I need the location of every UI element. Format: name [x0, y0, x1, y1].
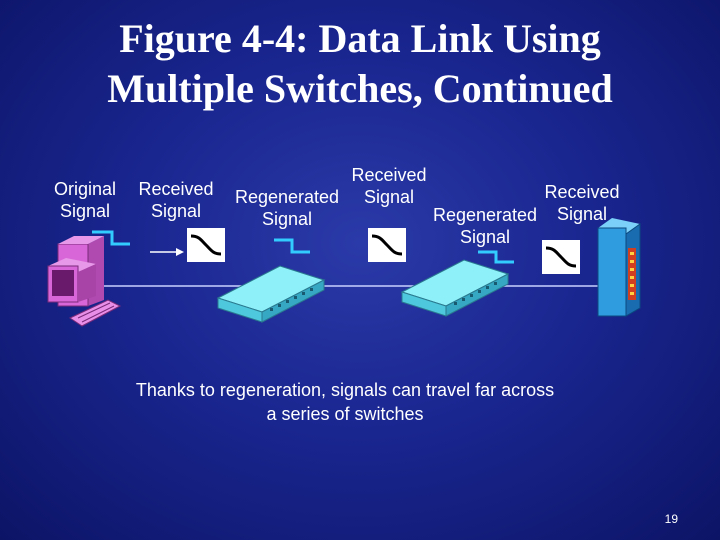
label-regen2-line2: Signal	[459, 227, 511, 247]
label-original-line2: Signal	[59, 201, 111, 221]
label-received3-line1: Received	[544, 182, 620, 202]
caption: Thanks to regeneration, signals can trav…	[100, 378, 590, 426]
square-wave-icon	[478, 250, 514, 264]
slide-title: Figure 4-4: Data Link Using Multiple Swi…	[0, 14, 720, 114]
caption-line-1: Thanks to regeneration, signals can trav…	[135, 380, 555, 400]
caption-line-2: a series of switches	[266, 404, 424, 424]
label-regenerated-signal-2: Regenerated Signal	[426, 204, 544, 248]
degraded-wave-icon	[368, 228, 406, 262]
degraded-wave-icon	[542, 240, 580, 274]
label-received-signal-2: Received Signal	[346, 164, 432, 208]
label-regen1-line2: Signal	[261, 209, 313, 229]
label-original-signal: Original Signal	[50, 178, 120, 222]
server-icon	[597, 218, 641, 317]
square-wave-icon	[92, 230, 130, 246]
title-line-2: Multiple Switches, Continued	[107, 66, 613, 111]
label-received1-line1: Received	[138, 179, 214, 199]
label-received-signal-1: Received Signal	[132, 178, 220, 222]
switch-icon	[216, 265, 326, 323]
switch-icon	[400, 259, 510, 317]
title-line-1: Figure 4-4: Data Link Using	[119, 16, 601, 61]
label-received2-line2: Signal	[363, 187, 415, 207]
arrow-icon	[150, 248, 184, 256]
square-wave-icon	[274, 238, 310, 254]
degraded-wave-icon	[187, 228, 225, 262]
page-number: 19	[664, 512, 678, 526]
label-received1-line2: Signal	[150, 201, 202, 221]
label-regen1-line1: Regenerated	[234, 187, 340, 207]
label-regen2-line1: Regenerated	[432, 205, 538, 225]
label-original-line1: Original	[53, 179, 117, 199]
label-received-signal-3: Received Signal	[540, 181, 624, 225]
label-received2-line1: Received	[351, 165, 427, 185]
label-received3-line2: Signal	[556, 204, 608, 224]
label-regenerated-signal-1: Regenerated Signal	[228, 186, 346, 230]
computer-icon	[47, 236, 122, 327]
